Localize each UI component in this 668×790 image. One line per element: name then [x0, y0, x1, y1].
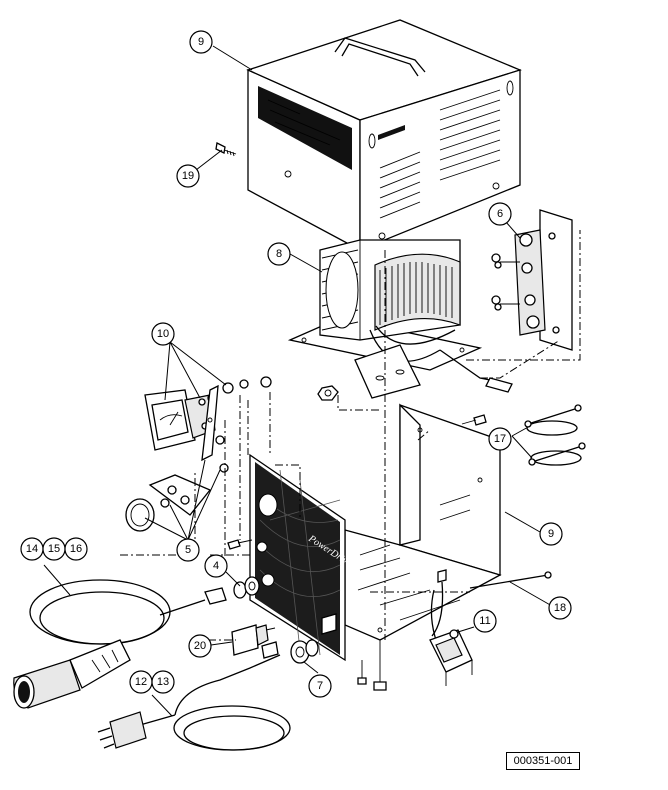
bushing-icon	[233, 576, 260, 599]
circuit-breaker-icon	[429, 629, 473, 686]
svg-text:17: 17	[494, 433, 506, 445]
callout-9-cover: 9	[189, 30, 213, 54]
svg-text:18: 18	[554, 602, 566, 614]
transformer-icon	[287, 239, 513, 399]
svg-text:13: 13	[157, 676, 169, 688]
svg-text:12: 12	[135, 676, 147, 688]
callout-12: 12	[129, 670, 153, 694]
callout-18: 18	[548, 596, 572, 620]
callout-11: 11	[473, 609, 497, 633]
svg-text:11: 11	[479, 615, 490, 627]
bolt-icon	[357, 640, 387, 691]
svg-text:14: 14	[26, 543, 38, 555]
svg-text:4: 4	[213, 560, 219, 572]
svg-text:16: 16	[70, 543, 82, 555]
svg-text:10: 10	[157, 328, 169, 340]
svg-text:19: 19	[182, 170, 194, 182]
callout-15: 15	[42, 537, 66, 561]
ac-cord-icon	[97, 641, 291, 751]
svg-text:7: 7	[317, 680, 323, 692]
svg-text:9: 9	[198, 36, 204, 48]
svg-text:15: 15	[48, 543, 60, 555]
svg-text:6: 6	[497, 208, 503, 220]
ammeter-icon	[144, 376, 272, 473]
nut-icon	[317, 385, 339, 401]
callout-8: 8	[267, 242, 291, 266]
callout-19: 19	[176, 164, 200, 188]
base-chassis-icon: PowerDrive	[249, 403, 502, 662]
callout-5: 5	[176, 538, 200, 562]
callout-7: 7	[308, 674, 332, 698]
callout-20: 20	[188, 634, 212, 658]
fuse-block-icon	[125, 474, 212, 532]
svg-text:8: 8	[276, 248, 282, 260]
dc-cord-icon	[13, 579, 227, 709]
strain-relief-icon	[290, 639, 319, 664]
svg-text:9: 9	[548, 528, 554, 540]
leader-lines	[43, 45, 553, 717]
fuse-holder-icon	[231, 624, 276, 656]
callout-4: 4	[204, 554, 228, 578]
callout-17: 17	[488, 427, 512, 451]
svg-text:5: 5	[185, 544, 191, 556]
reference-number: 000351-001	[506, 752, 580, 770]
callout-10: 10	[151, 322, 175, 346]
callout-13: 13	[151, 670, 175, 694]
callout-6: 6	[488, 202, 512, 226]
charger-cover-icon	[246, 19, 522, 252]
svg-text:20: 20	[194, 640, 206, 652]
screw-icon	[215, 142, 237, 157]
callout-9-base: 9	[539, 522, 563, 546]
rectifier-bracket-icon	[491, 209, 573, 351]
callout-16: 16	[64, 537, 88, 561]
callout-14: 14	[20, 537, 44, 561]
